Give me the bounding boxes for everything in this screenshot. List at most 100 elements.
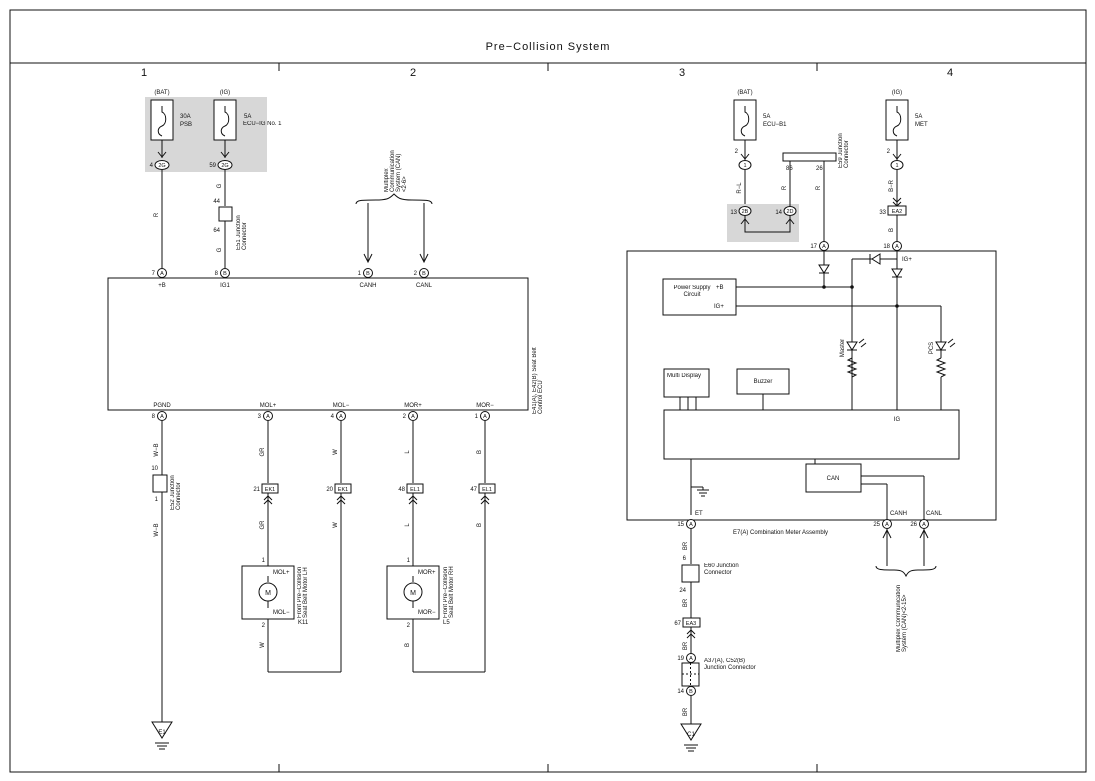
ecu-pin-mor-minus: MOR− A 1 <box>475 403 494 421</box>
svg-text:L: L <box>405 523 411 527</box>
motor-rh-symbol: M <box>410 590 416 597</box>
svg-text:2: 2 <box>735 149 739 155</box>
svg-text:67: 67 <box>674 621 681 627</box>
svg-text:W: W <box>333 449 339 455</box>
fuse-terminal-right: 2G 59 <box>209 140 233 170</box>
svg-text:+B: +B <box>158 283 166 289</box>
svg-text:MOR+: MOR+ <box>418 570 436 576</box>
svg-text:W−B: W−B <box>154 523 160 536</box>
svg-text:1: 1 <box>407 558 411 564</box>
svg-text:A: A <box>266 414 270 420</box>
svg-text:PSB: PSB <box>180 122 192 128</box>
svg-text:L5: L5 <box>443 620 450 626</box>
svg-text:E1: E1 <box>158 730 166 736</box>
svg-text:20: 20 <box>326 487 333 493</box>
svg-text:Buzzer: Buzzer <box>754 379 773 385</box>
junction-e52: 10 1 E52 Junction Connector <box>151 466 182 510</box>
zone-label-3: 3 <box>679 67 685 79</box>
inline-connector-el1-48: 48 EL1 <box>398 483 424 505</box>
ecu-pin-canh: B 1 CANH <box>358 268 377 289</box>
svg-text:1: 1 <box>475 414 479 420</box>
svg-text:1: 1 <box>262 558 266 564</box>
svg-text:2G: 2G <box>221 163 228 169</box>
svg-text:(IG): (IG) <box>892 90 902 96</box>
svg-text:24: 24 <box>679 588 686 594</box>
seat-belt-control-ecu <box>107 277 529 411</box>
svg-text:B: B <box>366 271 370 277</box>
motor-rh: 1 MOR+ M MOR− 2 L5 Front Pre−Collision S… <box>386 558 455 629</box>
svg-text:CANL: CANL <box>416 283 433 289</box>
zone-label-1: 1 <box>141 67 147 79</box>
multi-display: Multi Display <box>663 368 710 398</box>
fuse-ecu-ig: (IG) 5A ECU−IG No. 1 <box>213 90 282 141</box>
svg-text:48: 48 <box>398 487 405 493</box>
svg-text:A: A <box>689 522 693 528</box>
junction-e60: 6 24 E60 Junction Connector <box>679 556 738 594</box>
svg-text:4: 4 <box>150 163 154 169</box>
svg-text:B: B <box>889 228 895 232</box>
svg-text:A: A <box>411 414 415 420</box>
can-ref-left: Multiplex Communication System (CAN)<2-6… <box>384 150 408 192</box>
svg-text:21: 21 <box>253 487 260 493</box>
fuse-terminal-left: 2G 4 <box>150 140 170 170</box>
svg-text:59: 59 <box>209 163 216 169</box>
svg-text:EK1: EK1 <box>265 487 275 493</box>
svg-text:4: 4 <box>331 414 335 420</box>
svg-text:A: A <box>895 244 899 250</box>
svg-text:IG: IG <box>894 417 901 423</box>
inline-connector-el1-47: 47 EL1 <box>470 483 496 505</box>
meter-pin-18: A 18 <box>883 241 902 251</box>
inline-connector-ea2: 33 EA2 <box>879 205 907 216</box>
zone-label-2: 2 <box>410 67 416 79</box>
svg-text:+B: +B <box>716 285 724 291</box>
wire-label-r: R <box>154 212 160 217</box>
svg-text:A: A <box>483 414 487 420</box>
ecu-pin-pgnd: PGND A 8 <box>152 403 171 421</box>
svg-text:6: 6 <box>683 556 687 562</box>
motor-lh: 1 MOL+ M MOL− 2 K11 Front Pre−Collision … <box>241 558 309 629</box>
svg-text:K11: K11 <box>298 620 309 626</box>
fuse-met: (IG) 5A MET <box>885 90 928 141</box>
svg-text:MOL+: MOL+ <box>260 403 277 409</box>
inline-connector-ek1-21: 21 EK1 <box>253 483 279 505</box>
svg-text:R: R <box>782 185 788 190</box>
svg-text:8: 8 <box>152 414 156 420</box>
svg-text:EA2: EA2 <box>892 209 902 215</box>
meter-pin-25: A 25 <box>873 519 892 529</box>
power-supply-circuit: Power Supply Circuit +B IG+ <box>662 278 737 316</box>
svg-text:MOL−: MOL− <box>273 610 290 616</box>
meter-ig-block: IG <box>663 409 960 460</box>
ecu-pin-plus-b: A 7 +B <box>152 268 167 289</box>
svg-text:B: B <box>477 523 483 527</box>
svg-text:A: A <box>822 244 826 250</box>
svg-text:A: A <box>689 656 693 662</box>
svg-text:44: 44 <box>213 199 220 205</box>
svg-text:A: A <box>922 522 926 528</box>
svg-text:A: A <box>160 414 164 420</box>
svg-text:26: 26 <box>910 522 917 528</box>
svg-text:MOL−: MOL− <box>333 403 350 409</box>
svg-text:MOL+: MOL+ <box>273 570 290 576</box>
svg-text:3: 3 <box>258 414 262 420</box>
svg-text:W: W <box>333 522 339 528</box>
svg-text:EA3: EA3 <box>686 621 696 627</box>
svg-text:A: A <box>339 414 343 420</box>
meter-bat-connector: 1 2 <box>735 149 752 170</box>
ground-e1: E1 <box>151 721 173 750</box>
svg-text:5A: 5A <box>244 114 251 120</box>
svg-text:2G: 2G <box>158 163 165 169</box>
svg-text:EK1: EK1 <box>338 487 348 493</box>
ecu-pin-canl: B 2 CANL <box>414 268 433 289</box>
diagram-title: Pre−Collision System <box>486 41 611 53</box>
svg-text:W: W <box>260 642 266 648</box>
svg-text:17: 17 <box>810 244 817 250</box>
svg-text:EL1: EL1 <box>482 487 492 493</box>
meter-can-block: CAN <box>805 463 862 493</box>
svg-text:18: 18 <box>883 244 890 250</box>
master-led: Master <box>840 325 867 378</box>
svg-text:2D: 2D <box>786 209 793 215</box>
svg-text:26: 26 <box>816 166 823 172</box>
svg-text:5A: 5A <box>763 114 770 120</box>
svg-text:C1: C1 <box>687 732 695 738</box>
